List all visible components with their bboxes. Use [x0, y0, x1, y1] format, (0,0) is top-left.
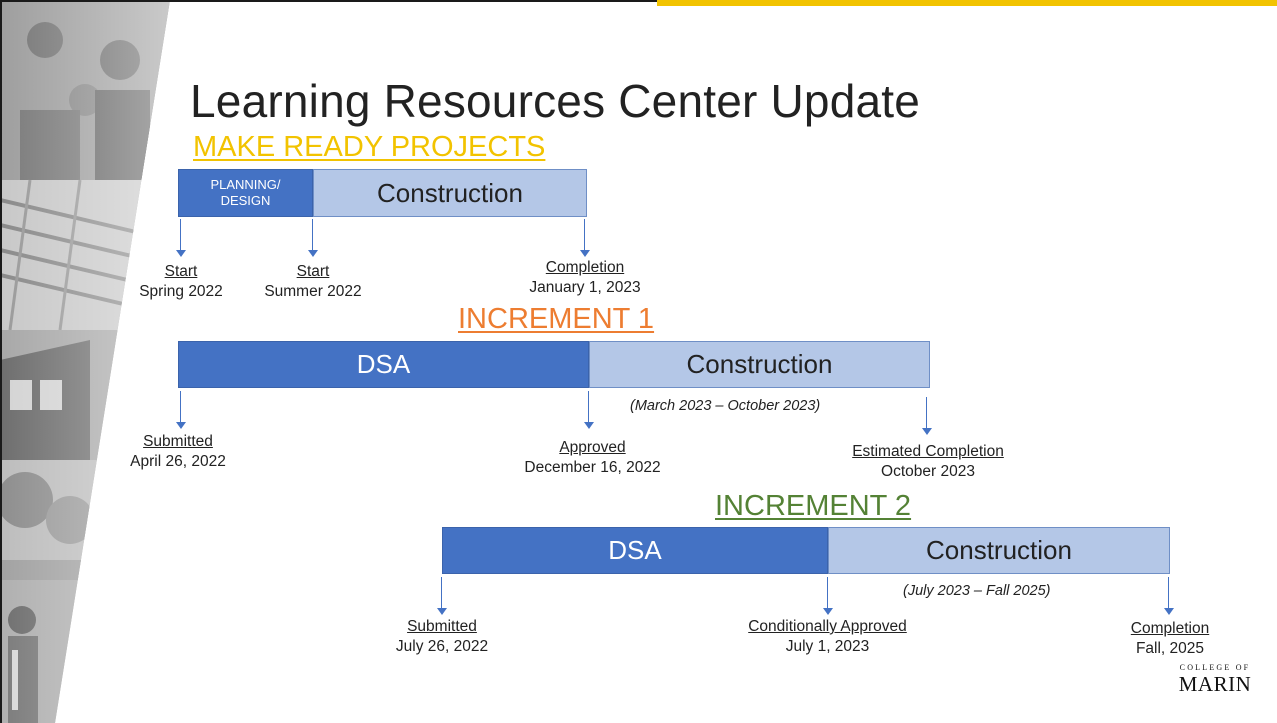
increment2-completion-arrow-icon	[1164, 577, 1174, 615]
increment2-period: (July 2023 – Fall 2025)	[903, 583, 1051, 599]
increment2-construction-bar: Construction	[828, 527, 1170, 574]
make-ready-start2-milestone: Start Summer 2022	[248, 262, 378, 302]
milestone-date: July 26, 2022	[395, 638, 489, 655]
make-ready-start1-milestone: Start Spring 2022	[131, 262, 231, 302]
decorative-photo-strip	[0, 0, 170, 723]
make-ready-planning-bar: PLANNING/ DESIGN	[178, 169, 313, 217]
gold-accent-rule	[657, 0, 1277, 6]
increment2-conditional-milestone: Conditionally Approved July 1, 2023	[720, 617, 935, 657]
increment1-dsa-label: DSA	[356, 349, 411, 379]
make-ready-completion-arrow-icon	[580, 219, 590, 257]
milestone-label: Completion	[1130, 620, 1210, 637]
milestone-label: Conditionally Approved	[748, 618, 907, 635]
milestone-label: Start	[164, 263, 198, 280]
milestone-date: July 1, 2023	[785, 638, 870, 655]
increment2-conditional-arrow-icon	[823, 577, 833, 615]
logo-line2: MARIN	[1178, 672, 1252, 696]
increment1-construction-bar: Construction	[589, 341, 930, 388]
milestone-date: October 2023	[881, 463, 975, 480]
increment1-heading: INCREMENT 1	[458, 303, 655, 335]
slide-title: Learning Resources Center Update	[190, 75, 921, 127]
increment2-dsa-label: DSA	[608, 535, 662, 565]
milestone-label: Start	[296, 263, 330, 280]
milestone-date: Summer 2022	[264, 283, 362, 300]
planning-bar-line2: DESIGN	[220, 193, 271, 208]
milestone-date: April 26, 2022	[130, 453, 226, 470]
increment1-approved-milestone: Approved December 16, 2022	[505, 438, 680, 478]
increment1-completion-arrow-icon	[922, 397, 932, 435]
logo-line1: COLLEGE OF	[1179, 663, 1251, 672]
increment2-dsa-bar: DSA	[442, 527, 828, 574]
make-ready-completion-milestone: Completion January 1, 2023	[505, 258, 665, 298]
increment2-completion-milestone: Completion Fall, 2025	[1115, 619, 1225, 659]
milestone-label: Approved	[559, 439, 626, 456]
make-ready-construction-bar: Construction	[313, 169, 587, 217]
increment1-approved-arrow-icon	[584, 391, 594, 429]
milestone-date: January 1, 2023	[529, 279, 641, 296]
college-of-marin-logo: COLLEGE OF MARIN	[1172, 663, 1258, 695]
slide-frame-left	[0, 0, 2, 723]
increment2-submitted-arrow-icon	[437, 577, 447, 615]
milestone-date: December 16, 2022	[524, 459, 661, 476]
milestone-label: Estimated Completion	[852, 443, 1004, 460]
increment1-completion-milestone: Estimated Completion October 2023	[828, 442, 1028, 482]
milestone-label: Submitted	[143, 433, 213, 450]
increment1-period: (March 2023 – October 2023)	[630, 398, 821, 414]
milestone-date: Fall, 2025	[1135, 640, 1205, 657]
increment1-submitted-arrow-icon	[176, 391, 186, 429]
make-ready-construction-label: Construction	[377, 177, 523, 208]
milestone-date: Spring 2022	[139, 283, 223, 300]
make-ready-start2-arrow-icon	[308, 219, 318, 257]
increment2-construction-label: Construction	[926, 535, 1072, 565]
slide-frame-top	[0, 0, 1277, 2]
increment1-submitted-milestone: Submitted April 26, 2022	[108, 432, 248, 472]
milestone-label: Completion	[545, 259, 625, 276]
milestone-label: Submitted	[407, 618, 477, 635]
make-ready-heading: MAKE READY PROJECTS	[193, 131, 546, 163]
planning-bar-line1: PLANNING/	[210, 177, 281, 192]
increment2-heading: INCREMENT 2	[715, 490, 912, 522]
make-ready-start1-arrow-icon	[176, 219, 186, 257]
increment1-dsa-bar: DSA	[178, 341, 589, 388]
increment1-construction-label: Construction	[686, 349, 833, 379]
increment2-submitted-milestone: Submitted July 26, 2022	[372, 617, 512, 657]
